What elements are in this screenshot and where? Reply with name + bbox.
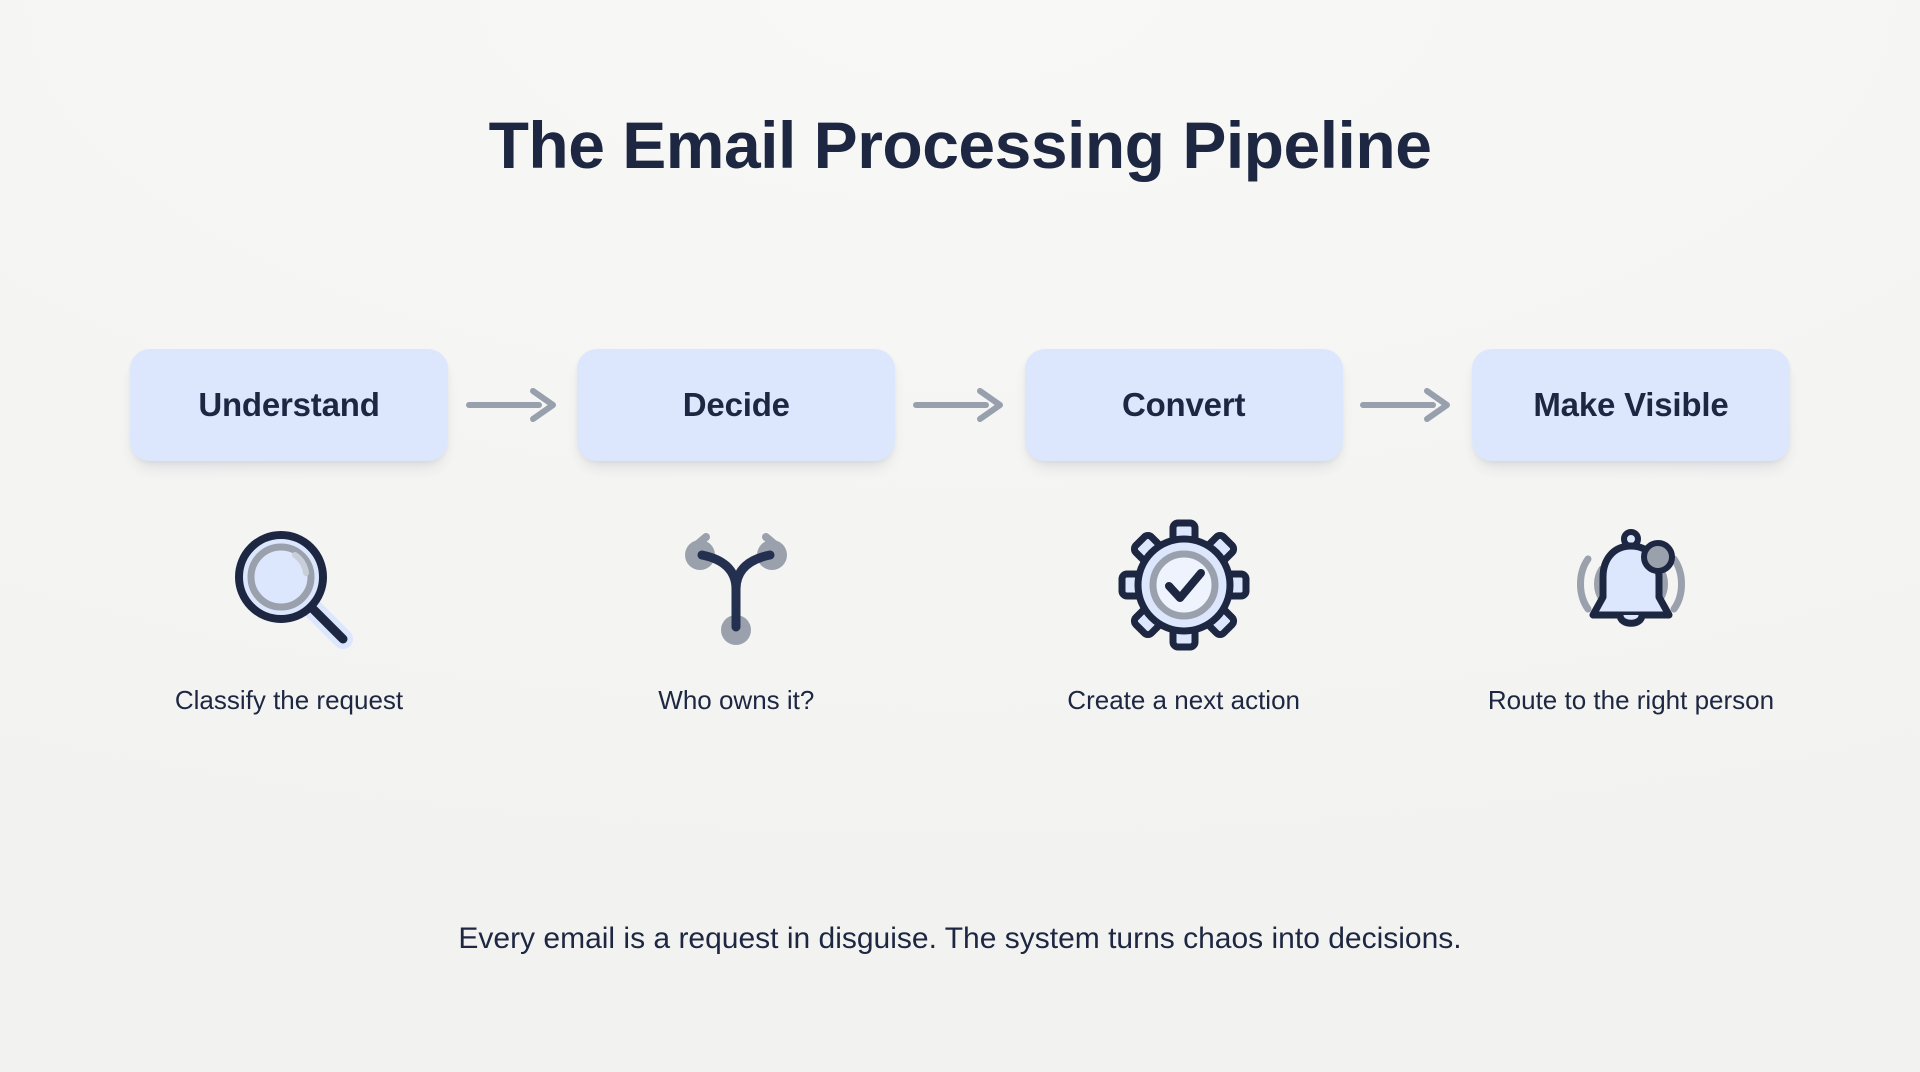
arrow-right-icon bbox=[1360, 387, 1451, 422]
stage-detail-decide: Who owns it? bbox=[577, 510, 895, 716]
stage-detail-understand: Classify the request bbox=[130, 510, 448, 716]
stage-label: Convert bbox=[1121, 385, 1246, 423]
stage-caption: Route to the right person bbox=[1487, 685, 1775, 715]
bell-notification-icon bbox=[1576, 529, 1685, 627]
connector-3 bbox=[1359, 385, 1455, 425]
stage-box-convert[interactable]: Convert bbox=[1024, 348, 1343, 461]
stage-detail-convert: Create a next action bbox=[1025, 510, 1343, 716]
pipeline-stage-row: Understand Decide Convert bbox=[130, 342, 1790, 467]
stage-box-decide[interactable]: Decide bbox=[577, 348, 896, 461]
arrow-right-icon bbox=[912, 387, 1003, 422]
stage-caption: Who owns it? bbox=[658, 685, 815, 715]
stage-icon-wrapper bbox=[666, 510, 806, 660]
stage-label: Make Visible bbox=[1533, 385, 1729, 423]
stage-caption: Classify the request bbox=[174, 685, 404, 715]
magnifier-icon bbox=[235, 531, 353, 649]
stage-label: Understand bbox=[198, 385, 380, 423]
gear-check-icon bbox=[1118, 519, 1250, 651]
stage-box-understand[interactable]: Understand bbox=[130, 348, 448, 461]
stage-icon-wrapper bbox=[1561, 510, 1701, 660]
arrow-right-icon bbox=[465, 387, 556, 422]
pipeline-detail-row: Classify the request Who owns it? bbox=[130, 510, 1790, 716]
stage-detail-make-visible: Route to the right person bbox=[1472, 510, 1790, 716]
connector-2 bbox=[912, 385, 1008, 425]
stage-box-make-visible[interactable]: Make Visible bbox=[1471, 348, 1790, 461]
branch-fork-icon bbox=[685, 533, 788, 645]
stage-label: Decide bbox=[682, 385, 790, 423]
footer-note: Every email is a request in disguise. Th… bbox=[458, 922, 1462, 955]
stage-icon-wrapper bbox=[219, 510, 359, 660]
connector-1 bbox=[465, 385, 561, 425]
stage-icon-wrapper bbox=[1114, 510, 1254, 660]
page-title: The Email Processing Pipeline bbox=[488, 108, 1432, 182]
stage-caption: Create a next action bbox=[1067, 685, 1300, 715]
